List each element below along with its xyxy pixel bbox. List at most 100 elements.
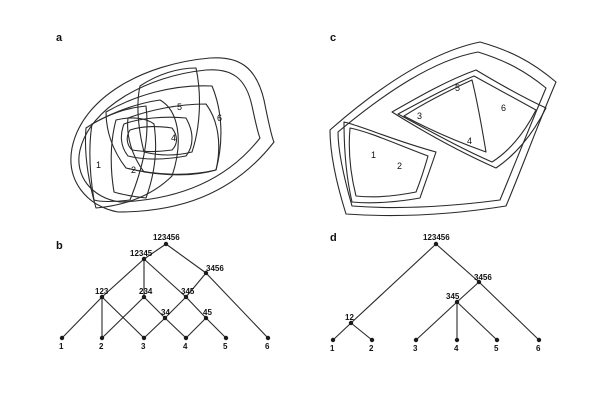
region-outer-c-inner xyxy=(337,51,547,209)
node-label-123-b: 123 xyxy=(95,287,109,296)
node-label-6-b: 6 xyxy=(265,342,270,351)
node-label-45-b: 45 xyxy=(203,308,212,317)
edge-345-3 xyxy=(415,301,458,341)
edge-234-2 xyxy=(101,296,145,339)
node-6-b xyxy=(265,335,271,341)
region-outer-a xyxy=(70,57,275,213)
node-label-234-b: 234 xyxy=(139,287,153,296)
panel-d-edges xyxy=(332,243,540,341)
node-123-b xyxy=(99,294,105,300)
node-12345-b xyxy=(141,256,147,262)
edge-12345-345 xyxy=(143,258,187,298)
node-5-d xyxy=(494,337,500,343)
node-3-b xyxy=(141,335,147,341)
node-345-d xyxy=(454,299,460,305)
panel-a-letter: a xyxy=(56,32,63,44)
edge-34-4 xyxy=(164,317,187,339)
edge-123456-12345 xyxy=(143,243,167,260)
region-label-5-a: 5 xyxy=(177,102,182,112)
panel-c-letter: c xyxy=(330,32,336,44)
region-group-c-right-inner xyxy=(397,75,537,163)
node-label-4-b: 4 xyxy=(183,342,188,351)
node-2-d xyxy=(369,337,375,343)
panel-d: d 123456 3456 345 xyxy=(330,232,542,353)
node-label-345-b: 345 xyxy=(181,287,195,296)
panel-d-labels: 123456 3456 345 12 1 2 3 4 5 6 xyxy=(330,233,541,353)
edge-123456-3456 xyxy=(435,243,480,283)
edge-3456-6 xyxy=(205,272,269,339)
node-6-d xyxy=(536,337,542,343)
region-label-3-c: 3 xyxy=(417,111,422,121)
region-label-6-a: 6 xyxy=(217,113,222,123)
region-label-1-a: 1 xyxy=(96,160,101,170)
node-label-5-b: 5 xyxy=(223,342,228,351)
panel-b-labels: 123456 12345 3456 123 234 345 34 45 1 2 … xyxy=(59,233,270,351)
panel-b-nodes xyxy=(59,241,271,341)
edge-45-4 xyxy=(185,317,207,339)
region-group-c-left xyxy=(343,121,437,204)
edge-123-1 xyxy=(61,296,103,339)
node-3456-b xyxy=(203,270,209,276)
region-1-a xyxy=(89,105,148,203)
edge-345-5 xyxy=(456,301,498,341)
node-5-b xyxy=(223,335,229,341)
node-2-b xyxy=(99,335,105,341)
node-345-b xyxy=(183,294,189,300)
panel-b: b xyxy=(56,233,271,351)
node-label-4-d: 4 xyxy=(454,344,459,353)
node-3456-d xyxy=(476,279,482,285)
node-label-3456-d: 3456 xyxy=(474,273,492,282)
edge-3456-345 xyxy=(185,272,207,298)
node-4-b xyxy=(183,335,189,341)
region-outer-c xyxy=(329,41,557,217)
panel-d-nodes xyxy=(330,241,542,343)
node-45-b xyxy=(203,315,209,321)
region-6-a xyxy=(127,103,220,176)
edge-45-5 xyxy=(205,317,227,339)
region-outer-a-inner xyxy=(78,69,261,203)
edge-34-3 xyxy=(143,317,166,339)
edge-3456-6 xyxy=(478,281,540,341)
region-label-2-a: 2 xyxy=(131,165,136,175)
edge-12-1 xyxy=(332,322,352,341)
node-label-6-d: 6 xyxy=(536,344,541,353)
region-5-a xyxy=(137,67,201,156)
node-label-3456-b: 3456 xyxy=(206,264,224,273)
edge-3456-345 xyxy=(456,281,480,303)
region-label-2-c: 2 xyxy=(397,161,402,171)
region-label-4-c: 4 xyxy=(467,136,472,146)
region-core-a xyxy=(126,126,178,153)
node-3-d xyxy=(413,337,419,343)
node-4-d xyxy=(454,337,460,343)
node-label-123456-d: 123456 xyxy=(423,233,450,242)
node-label-12345-b: 12345 xyxy=(130,249,153,258)
region-label-6-c: 6 xyxy=(501,103,506,113)
edge-12345-123 xyxy=(101,258,145,298)
region-label-1-c: 1 xyxy=(371,150,376,160)
node-123456-b xyxy=(163,241,169,247)
edge-345-45 xyxy=(185,296,207,319)
node-label-2-d: 2 xyxy=(369,344,374,353)
panel-b-letter: b xyxy=(56,240,63,252)
panel-a: a 1 2 4 5 6 xyxy=(56,32,275,213)
region-group-a-lower xyxy=(84,99,179,209)
node-1-b xyxy=(59,335,65,341)
region-group-c-right xyxy=(391,69,547,169)
node-label-3-b: 3 xyxy=(141,342,146,351)
edge-345-34 xyxy=(164,296,187,319)
region-label-5-c: 5 xyxy=(455,83,460,93)
node-label-34-b: 34 xyxy=(161,308,170,317)
edge-123456-12 xyxy=(350,243,437,324)
node-label-123456-b: 123456 xyxy=(153,233,180,242)
node-label-2-b: 2 xyxy=(99,342,104,351)
edge-12-2 xyxy=(350,322,373,341)
edge-234-34 xyxy=(143,296,166,319)
region-label-4-a: 4 xyxy=(171,133,176,143)
node-label-1-d: 1 xyxy=(330,344,335,353)
region-group-a-upper xyxy=(105,85,222,175)
edge-123456-3456 xyxy=(165,243,207,274)
node-label-12-d: 12 xyxy=(345,313,354,322)
node-label-5-d: 5 xyxy=(494,344,499,353)
node-12-d xyxy=(348,320,354,326)
